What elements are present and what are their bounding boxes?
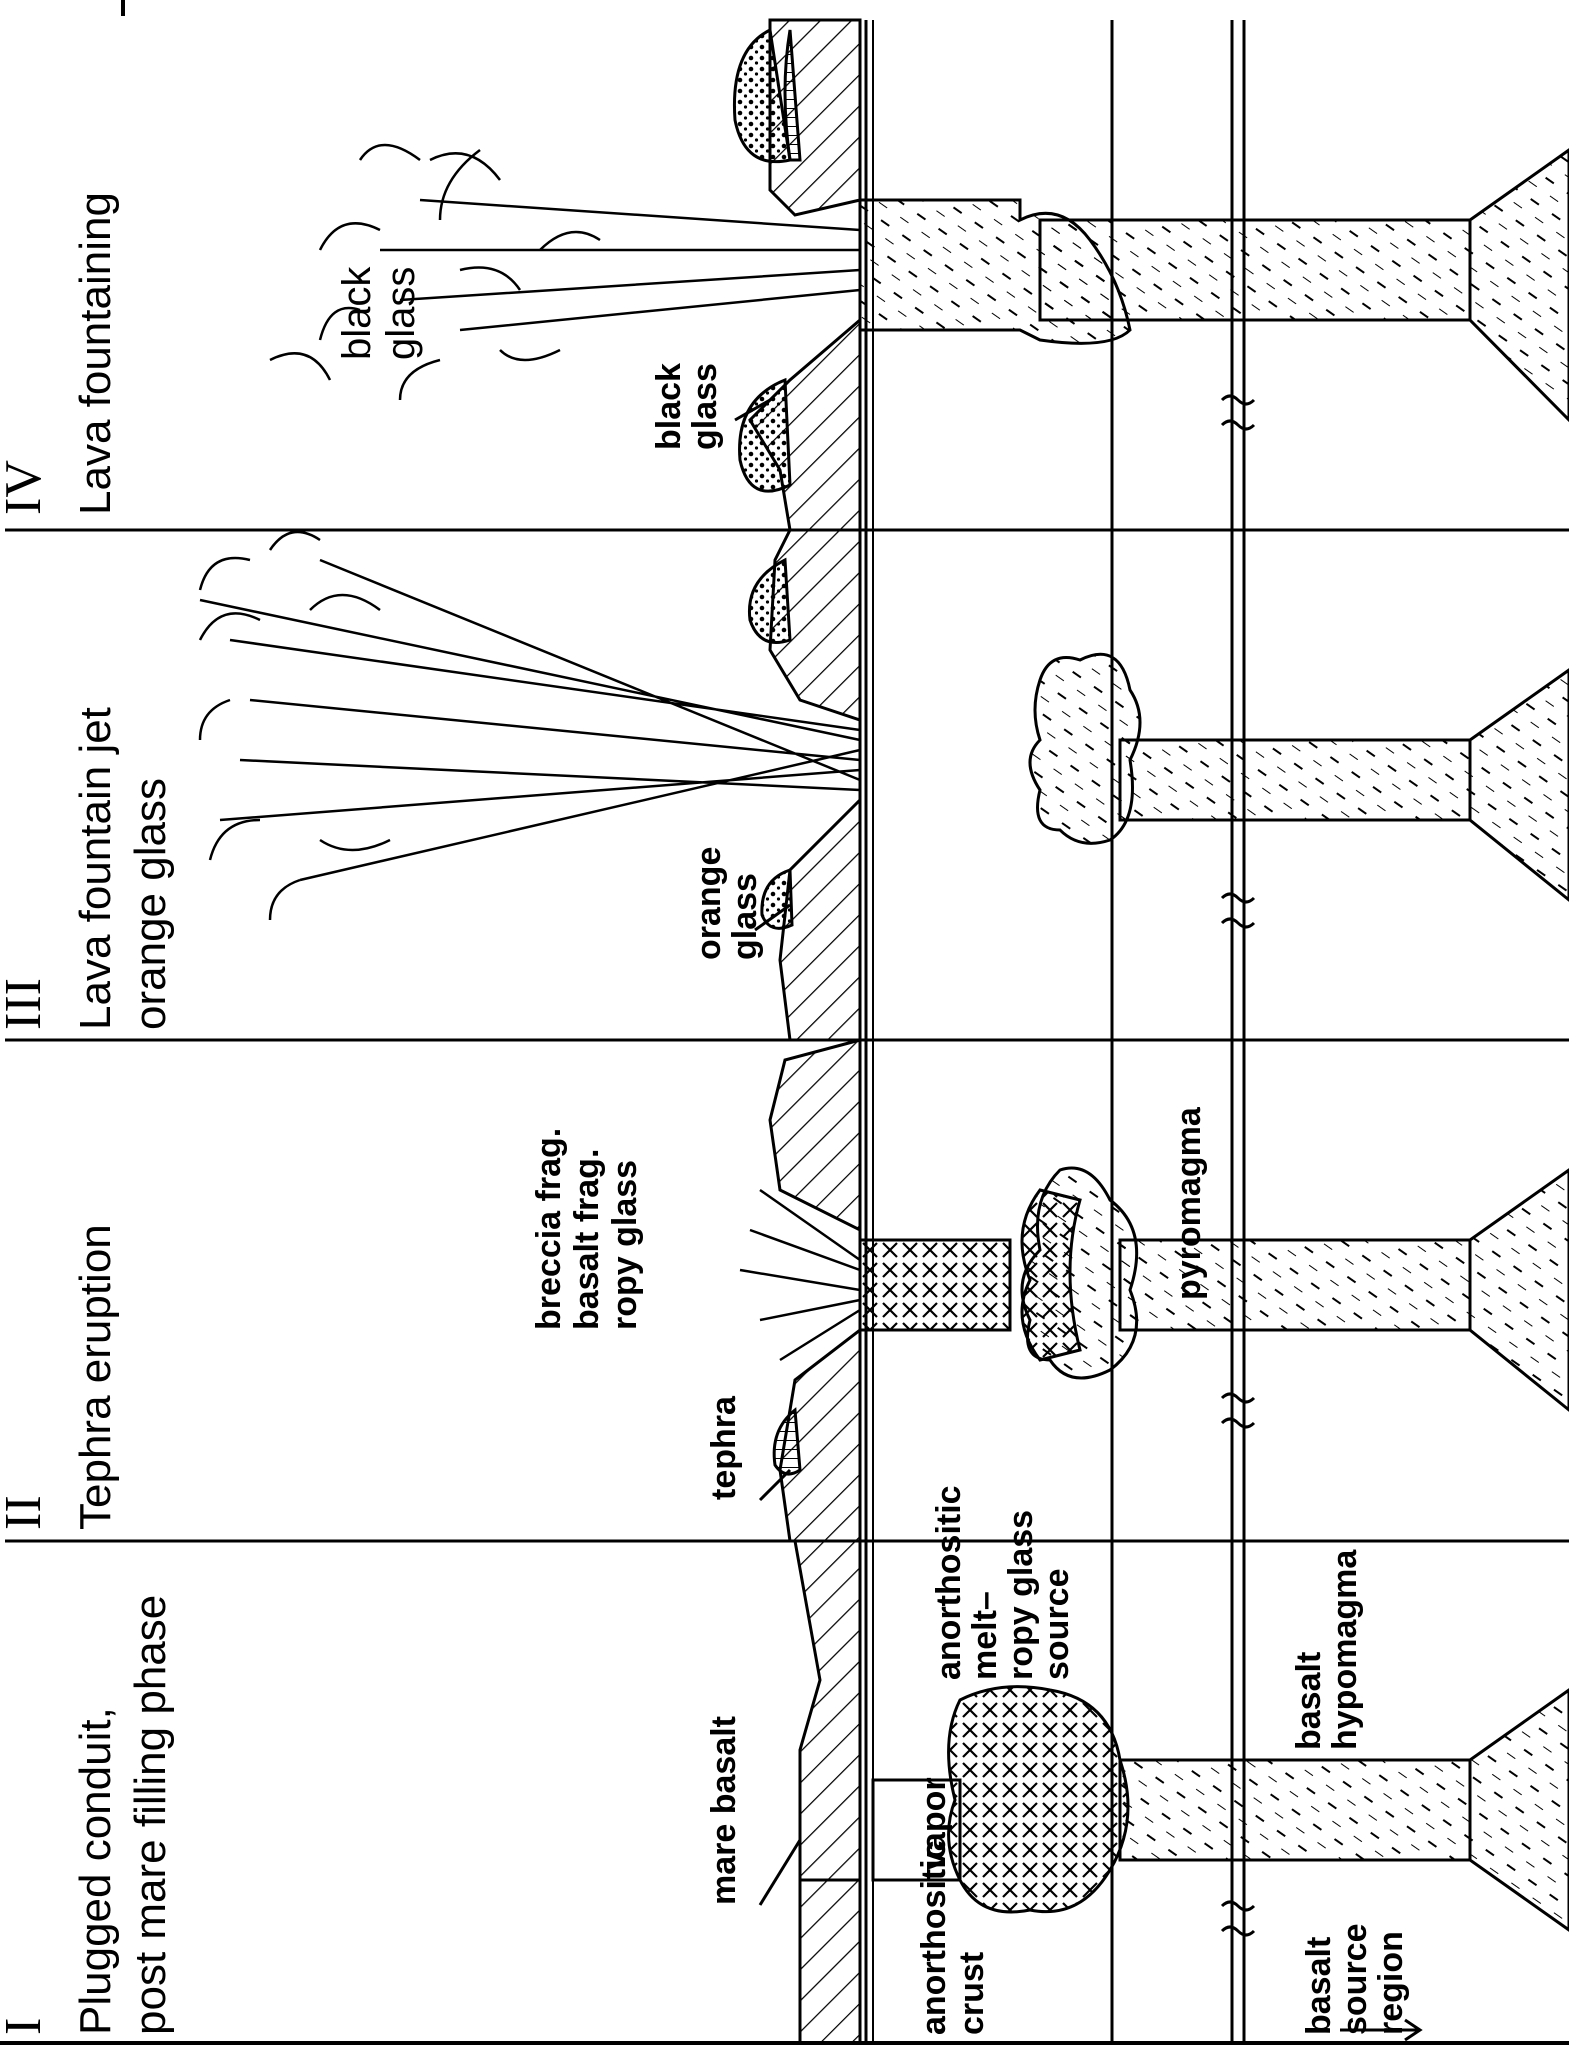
svg-text:glass: glass (686, 363, 724, 450)
conduit-panel-2 (860, 1168, 1569, 1410)
panel-2-heading: II Tephra eruption (0, 1224, 120, 1530)
label-basalt-hypomagma: basalt hypomagma (1290, 1549, 1364, 1750)
panel-3-title-line-1: Lava fountain jet (71, 707, 120, 1030)
svg-text:glass: glass (726, 873, 764, 960)
panel-2-title-line-1: Tephra eruption (71, 1224, 120, 1530)
svg-text:mare basalt: mare basalt (705, 1716, 743, 1905)
svg-text:region: region (1372, 1931, 1410, 2035)
tephra-deposit (774, 1410, 800, 1474)
svg-text:tephra: tephra (705, 1395, 743, 1500)
panel-3-title-line-2: orange glass (126, 778, 175, 1030)
label-tephra: tephra (705, 1395, 743, 1500)
svg-text:ropy glass: ropy glass (1002, 1510, 1040, 1680)
panel-1-heading: I Plugged conduit, post mare filling pha… (0, 1595, 175, 2035)
panel-1-title-line-1: Plugged conduit, (71, 1707, 120, 2035)
leader-mare-basalt (760, 1840, 800, 1905)
label-vapor: vapor (915, 1777, 953, 1870)
svg-text:source: source (1038, 1569, 1076, 1681)
svg-text:basalt: basalt (1300, 1937, 1338, 2035)
label-black-glass-spray: black glass (335, 266, 423, 360)
panel-3-heading: III Lava fountain jet orange glass (0, 707, 175, 1030)
svg-text:crust: crust (953, 1952, 991, 2035)
label-melt-source: anorthositic melt– ropy glass source (930, 1485, 1076, 1680)
svg-text:melt–: melt– (966, 1591, 1004, 1680)
svg-text:glass: glass (379, 267, 423, 360)
panel-1-numeral: I (0, 2018, 52, 2035)
svg-text:ropy glass: ropy glass (606, 1160, 644, 1330)
svg-text:black: black (335, 266, 379, 360)
label-orange-glass: orange glass (690, 847, 764, 960)
panel-dividers (5, 530, 1569, 1541)
label-black-glass-deposit: black glass (650, 363, 724, 450)
svg-text:orange: orange (690, 847, 728, 960)
svg-text:basalt: basalt (1290, 1652, 1328, 1750)
panel-4-title-line-1: Lava fountaining (71, 192, 120, 515)
svg-text:pyromagma: pyromagma (1170, 1106, 1208, 1300)
svg-text:source: source (1336, 1924, 1374, 2036)
panel-4-numeral: IV (0, 460, 52, 515)
label-basalt-source-region: basalt source region (1300, 1924, 1410, 2036)
label-ejecta: breccia frag. basalt frag. ropy glass (530, 1128, 644, 1330)
svg-text:breccia frag.: breccia frag. (530, 1128, 568, 1330)
svg-text:vapor: vapor (915, 1777, 953, 1870)
svg-text:anorthositic: anorthositic (930, 1485, 968, 1680)
panel-4-heading: IV Lava fountaining (0, 192, 120, 515)
label-mare-basalt: mare basalt (705, 1716, 743, 1905)
conduit-panel-1 (873, 1687, 1569, 1930)
basalt-source-lines (1222, 20, 1254, 2043)
svg-text:basalt frag.: basalt frag. (568, 1149, 606, 1330)
svg-text:hypomagma: hypomagma (1326, 1549, 1364, 1750)
panel-3-numeral: III (0, 978, 52, 1030)
svg-text:black: black (650, 363, 688, 450)
surface-layers (750, 20, 873, 2043)
panel-1-title-line-2: post mare filling phase (126, 1595, 175, 2035)
panel-2-numeral: II (0, 1495, 52, 1530)
conduit-panel-4 (860, 150, 1569, 420)
label-pyromagma: pyromagma (1170, 1106, 1208, 1300)
